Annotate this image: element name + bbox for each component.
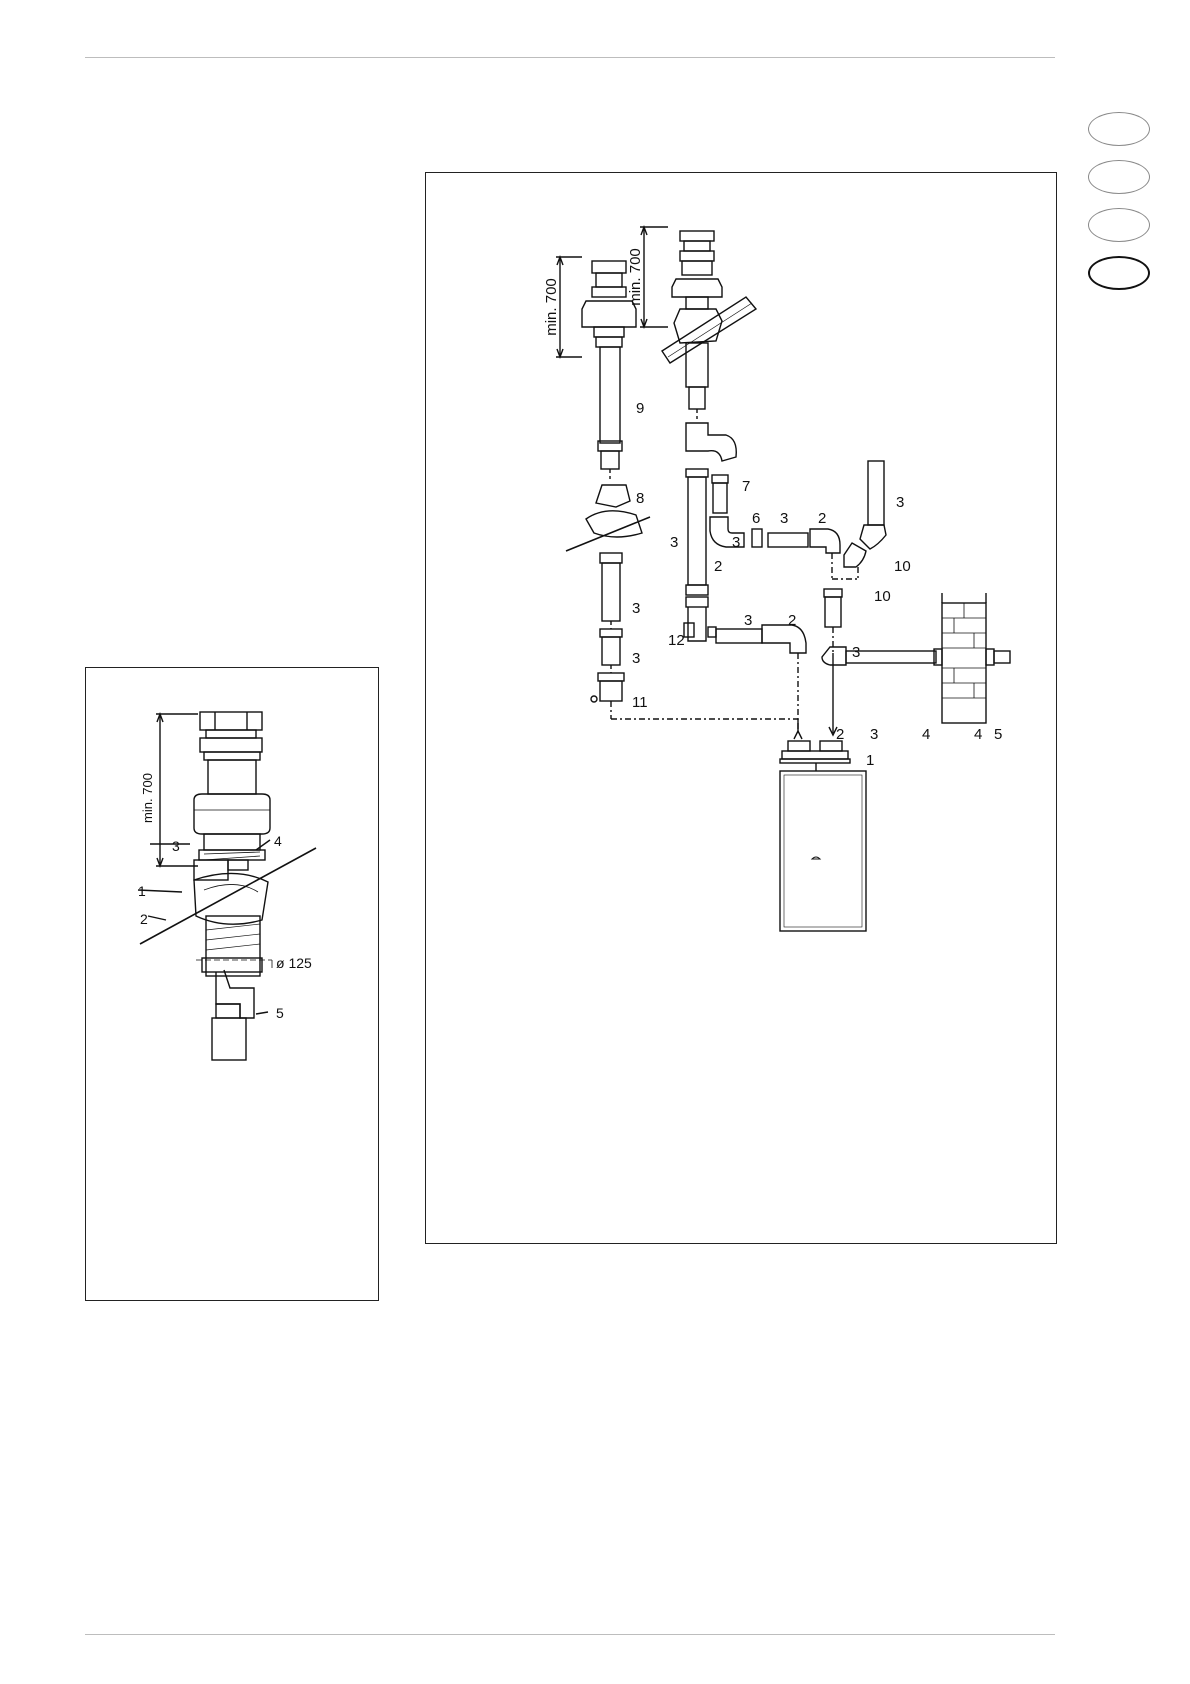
pipe-3c <box>688 477 706 585</box>
callout-4: 4 <box>274 833 282 849</box>
pipe-3d <box>713 483 727 513</box>
callout-3a: 3 <box>632 600 640 617</box>
callout-1: 1 <box>138 883 146 899</box>
pipe-3f <box>868 461 884 525</box>
callout-10a: 10 <box>894 558 911 575</box>
callout-3e: 3 <box>780 510 788 527</box>
connector-flue <box>788 741 810 751</box>
callout-2: 2 <box>140 911 148 927</box>
figure-flue-system: min. 700 min. 700 9 8 3 3 11 7 3 3 6 3 2… <box>425 172 1057 1244</box>
bend-10a <box>860 525 886 549</box>
figure-roof-terminal: min. 700 ø 125 1 2 3 4 5 <box>85 667 379 1301</box>
footer-rule <box>85 1634 1055 1635</box>
callout-5: 5 <box>276 1005 284 1021</box>
callout-4b: 4 <box>974 726 982 743</box>
rosette-4b <box>986 649 994 665</box>
callout-1: 1 <box>866 752 874 769</box>
callout-2a: 2 <box>714 558 722 575</box>
pipe-3a <box>602 563 620 621</box>
callout-3i: 3 <box>870 726 878 743</box>
pipe-3g <box>716 629 762 643</box>
callout-3b: 3 <box>632 650 640 667</box>
dimension-label-mid: min. 700 <box>627 248 644 306</box>
callout-12: 12 <box>668 632 685 649</box>
language-tab-2[interactable] <box>1088 160 1150 194</box>
language-tab-4-active[interactable] <box>1088 256 1150 290</box>
bend-2d <box>822 647 846 665</box>
callout-11: 11 <box>632 694 648 711</box>
terminal-5 <box>994 651 1010 663</box>
callout-8: 8 <box>636 490 644 507</box>
pipe-3e <box>768 533 808 547</box>
terminal-hood <box>194 794 270 834</box>
callout-2b: 2 <box>818 510 826 527</box>
pipe-bottom <box>212 1018 246 1060</box>
bend-7 <box>686 423 736 461</box>
callout-3c: 3 <box>670 534 678 551</box>
diameter-label: ø 125 <box>276 955 312 971</box>
dimension-label-left: min. 700 <box>543 278 560 336</box>
connector-base-1 <box>782 751 848 759</box>
callout-9: 9 <box>636 400 644 417</box>
bend-10b <box>844 543 866 567</box>
wall <box>942 603 986 723</box>
callout-3g: 3 <box>744 612 752 629</box>
bend-2b <box>810 529 840 553</box>
callout-2d: 2 <box>836 726 844 743</box>
callout-7: 7 <box>742 478 750 495</box>
callout-4a: 4 <box>922 726 930 743</box>
collar-3 <box>194 860 228 880</box>
pipe-9 <box>600 347 620 443</box>
cap-top <box>200 712 262 730</box>
bend-2c <box>762 625 806 653</box>
terminal-cap-left <box>592 261 626 273</box>
dimension-label: min. 700 <box>140 773 155 823</box>
callout-5: 5 <box>994 726 1002 743</box>
callout-2c: 2 <box>788 612 796 629</box>
adapter-11 <box>600 681 622 701</box>
leader-2 <box>148 916 166 920</box>
terminal-hood-mid <box>672 279 722 297</box>
flue-system-drawing: min. 700 min. 700 9 8 3 3 11 7 3 3 6 3 2… <box>426 173 1058 1245</box>
callout-10b: 10 <box>874 588 891 605</box>
boiler <box>780 771 866 931</box>
tee-12 <box>684 623 694 637</box>
pipe-mid <box>686 343 708 387</box>
callout-3f: 3 <box>896 494 904 511</box>
roof-terminal-drawing: min. 700 ø 125 1 2 3 4 5 <box>86 668 380 1302</box>
language-tab-3[interactable] <box>1088 208 1150 242</box>
language-tabs <box>1088 112 1152 304</box>
callout-3h: 3 <box>852 644 860 661</box>
terminal-cap-mid <box>680 231 714 241</box>
callout-3d: 3 <box>732 534 740 551</box>
pipe-3b <box>602 637 620 665</box>
pipe-3h <box>825 597 841 627</box>
callout-6: 6 <box>752 510 760 527</box>
coupling-6 <box>752 529 762 547</box>
part-8 <box>596 485 630 507</box>
leader-5 <box>256 1012 268 1014</box>
header-rule <box>85 57 1055 58</box>
language-tab-1[interactable] <box>1088 112 1150 146</box>
leader-4 <box>256 840 270 850</box>
callout-3: 3 <box>172 838 180 854</box>
